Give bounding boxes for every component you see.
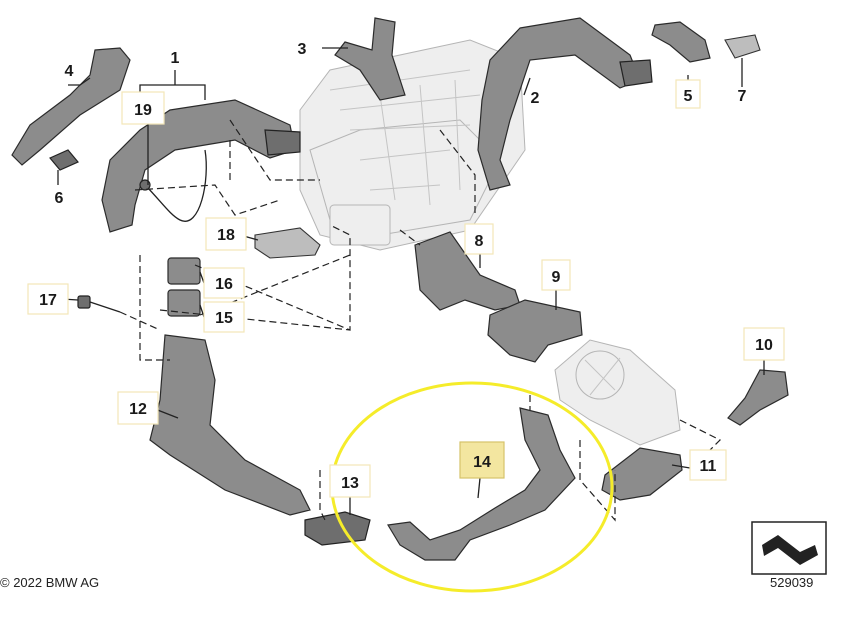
- callout-4-label: 4: [65, 63, 74, 80]
- callout-14[interactable]: 14: [459, 441, 505, 479]
- callout-11-label: 11: [700, 458, 717, 475]
- callout-1[interactable]: 1: [171, 50, 180, 67]
- callout-13-label: 13: [341, 475, 359, 492]
- callout-2[interactable]: 2: [531, 90, 540, 107]
- part-13-duct: [304, 511, 371, 546]
- part-2-outlet: [619, 59, 653, 87]
- part-12-duct: [149, 334, 311, 516]
- callout-15-label: 15: [215, 310, 233, 327]
- duct-symbol-icon: [751, 521, 827, 575]
- callout-5-label: 5: [684, 88, 693, 105]
- callout-16-label: 16: [215, 276, 233, 293]
- part-15-seal: [167, 289, 201, 317]
- copyright-text: © 2022 BMW AG: [0, 575, 100, 590]
- callout-4[interactable]: 4: [65, 63, 74, 80]
- callout-10-label: 10: [755, 337, 773, 354]
- callout-6[interactable]: 6: [55, 190, 64, 207]
- callout-3-label: 3: [298, 41, 307, 58]
- part-1-outlet: [264, 129, 301, 156]
- part-16-seal: [167, 257, 201, 285]
- leader-lines: [57, 47, 765, 515]
- callout-18-label: 18: [217, 227, 235, 244]
- callout-12[interactable]: 12: [117, 391, 159, 425]
- callout-15[interactable]: 15: [203, 301, 245, 333]
- part-2-duct: [477, 17, 641, 191]
- callout-13[interactable]: 13: [329, 464, 371, 498]
- diagram-id: 529039: [770, 575, 814, 590]
- callout-3[interactable]: 3: [298, 41, 307, 58]
- part-5-duct: [651, 21, 711, 63]
- part-6-clip: [49, 149, 79, 171]
- callout-6-label: 6: [55, 190, 64, 207]
- part-4-duct: [11, 47, 131, 166]
- part-17-screw: [77, 295, 121, 313]
- callout-9-label: 9: [552, 269, 561, 286]
- callout-8-label: 8: [475, 233, 484, 250]
- callout-8[interactable]: 8: [464, 223, 494, 255]
- part-18-duct: [254, 227, 321, 259]
- callout-17-label: 17: [39, 292, 57, 309]
- blower-housing-ghost: [554, 339, 681, 446]
- callout-9[interactable]: 9: [541, 259, 571, 291]
- callout-2-label: 2: [531, 90, 540, 107]
- callout-7-label: 7: [738, 88, 747, 105]
- part-14-duct: [387, 407, 576, 561]
- callout-19[interactable]: 19: [121, 91, 165, 125]
- callout-17[interactable]: 17: [27, 283, 69, 315]
- callout-18[interactable]: 18: [205, 217, 247, 251]
- hvac-housing-ghost: [299, 39, 526, 251]
- callout-12-label: 12: [129, 401, 147, 418]
- callout-1-label: 1: [171, 50, 180, 67]
- callout-14-label: 14: [473, 454, 491, 471]
- assembly-lines: [119, 119, 722, 522]
- part-10-duct: [727, 369, 789, 426]
- callout-5[interactable]: 5: [675, 79, 701, 109]
- part-3-duct: [334, 17, 406, 101]
- part-7-grille: [724, 34, 761, 59]
- part-11-duct: [601, 447, 683, 501]
- part-9-duct: [487, 299, 583, 363]
- callout-10[interactable]: 10: [743, 327, 785, 361]
- highlight-ellipse: [330, 381, 614, 593]
- callout-19-label: 19: [134, 102, 152, 119]
- callout-7[interactable]: 7: [738, 88, 747, 105]
- callout-11[interactable]: 11: [689, 449, 727, 481]
- callout-16[interactable]: 16: [203, 267, 245, 299]
